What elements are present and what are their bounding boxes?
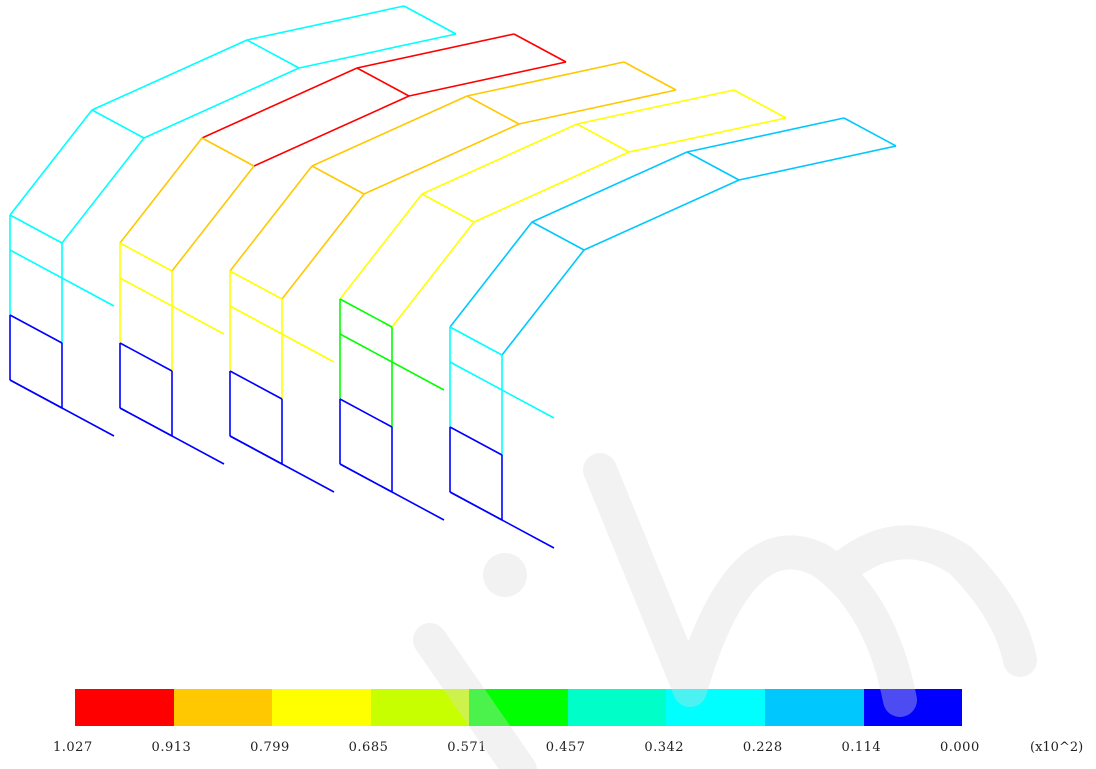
purlin: [421, 193, 475, 223]
roof-segment: [339, 193, 423, 300]
purlin: [686, 151, 740, 181]
wall-girt: [119, 277, 225, 335]
legend-tick-label: 0.685: [348, 740, 389, 755]
legend-tick-label: 0.913: [151, 740, 192, 755]
roof-segment: [391, 221, 475, 328]
legend-tick-label: 0.571: [447, 740, 487, 755]
purlin: [119, 242, 173, 272]
legend-tick-label: 0.114: [841, 740, 882, 755]
base-girt: [449, 491, 555, 549]
roof-segment: [466, 61, 625, 97]
purlin: [513, 33, 567, 63]
roof-segment: [201, 67, 358, 139]
roof-segment: [518, 89, 677, 125]
roof-segment: [9, 109, 93, 216]
purlin: [229, 270, 283, 300]
base-girt: [9, 379, 115, 437]
purlin: [339, 298, 393, 328]
legend-swatch: [666, 689, 765, 726]
purlin: [449, 426, 503, 456]
base-girt: [229, 435, 335, 493]
roof-segment: [298, 33, 457, 69]
wall-girt: [449, 361, 555, 419]
purlin: [531, 221, 585, 251]
purlin: [91, 109, 145, 139]
base-girt: [339, 463, 445, 521]
purlin: [843, 117, 897, 147]
legend-swatch: [764, 689, 864, 726]
legend-tick-label: 0.228: [742, 740, 783, 755]
roof-segment: [738, 145, 897, 181]
legend-tick-label: 0.457: [545, 740, 586, 755]
roof-segment: [91, 39, 248, 111]
roof-segment: [686, 117, 845, 153]
legend-swatch: [75, 689, 174, 726]
legend-tick-label: 1.027: [53, 740, 93, 755]
legend-swatch: [469, 689, 568, 726]
purlin: [229, 370, 283, 400]
purlin: [201, 137, 255, 167]
roof-segment: [171, 165, 255, 272]
roof-segment: [246, 5, 405, 41]
roof-segment: [628, 117, 787, 153]
purlin: [246, 39, 300, 69]
roof-segment: [473, 151, 630, 223]
roof-segment: [408, 61, 567, 97]
roof-segment: [253, 95, 410, 167]
purlin: [339, 398, 393, 428]
roof-segment: [501, 249, 585, 356]
legend-tick-label: 0.799: [250, 740, 290, 755]
legend-swatch: [863, 689, 963, 726]
legend-tick-label: 0.000: [940, 740, 980, 755]
legend-swatch: [272, 689, 371, 726]
base-girt: [119, 407, 225, 465]
wall-girt: [229, 305, 335, 363]
purlin: [9, 314, 63, 344]
wall-girt: [339, 333, 445, 391]
wall-girt: [9, 249, 115, 307]
deformation-wireframe: [9, 5, 897, 549]
purlin: [623, 61, 677, 91]
legend-tick-label: 0.342: [644, 740, 685, 755]
roof-segment: [531, 151, 688, 223]
roof-segment: [281, 193, 365, 300]
roof-segment: [449, 221, 533, 328]
roof-segment: [356, 33, 515, 69]
legend-swatch: [567, 689, 667, 726]
roof-segment: [311, 95, 468, 167]
purlin: [311, 165, 365, 195]
roof-segment: [583, 179, 740, 251]
roof-segment: [143, 67, 300, 139]
color-scale-bar: [75, 689, 963, 726]
purlin: [356, 67, 410, 97]
roof-segment: [229, 165, 313, 272]
roof-segment: [119, 137, 203, 244]
scale-unit-label: (x10^2): [1030, 740, 1084, 755]
purlin: [466, 95, 520, 125]
purlin: [403, 5, 457, 35]
legend-swatch: [173, 689, 273, 726]
purlin: [9, 214, 63, 244]
purlin: [449, 326, 503, 356]
color-scale-labels: 1.027 0.913 0.799 0.685 0.571 0.457 0.342 0.228…: [0, 740, 1096, 760]
roof-segment: [363, 123, 520, 195]
roof-segment: [576, 89, 735, 125]
purlin: [576, 123, 630, 153]
roof-segment: [61, 137, 145, 244]
legend-swatch: [370, 689, 470, 726]
purlin: [733, 89, 787, 119]
roof-segment: [421, 123, 578, 195]
purlin: [119, 342, 173, 372]
